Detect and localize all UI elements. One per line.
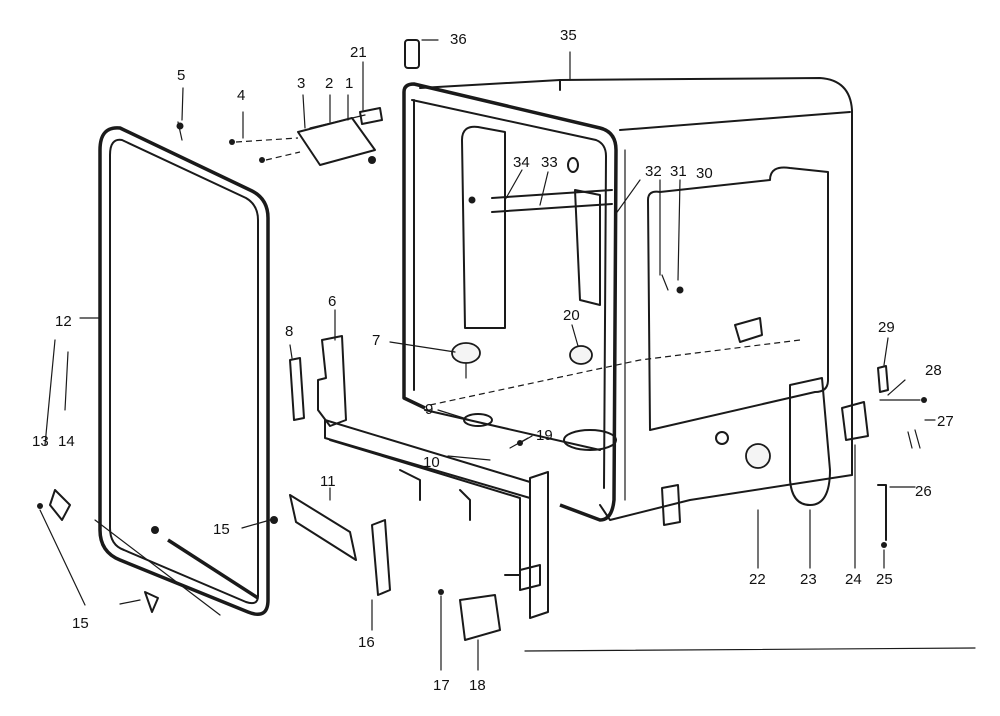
part-labels: 1 2 3 4 5 6 7 8 9 10 11 12 13 14 15 15 1… [32, 27, 954, 694]
label-30: 30 [696, 165, 713, 182]
label-27: 27 [937, 413, 954, 430]
label-7: 7 [372, 332, 380, 349]
label-15-lower: 15 [72, 615, 89, 632]
label-15-door: 15 [213, 521, 230, 538]
label-25: 25 [876, 571, 893, 588]
label-32: 32 [645, 163, 662, 180]
label-28: 28 [925, 362, 942, 379]
label-13: 13 [32, 433, 49, 450]
label-8: 8 [285, 323, 293, 340]
label-16: 16 [358, 634, 375, 651]
label-10: 10 [423, 454, 440, 471]
tub-body [402, 77, 853, 526]
label-21: 21 [350, 44, 367, 61]
label-26: 26 [915, 483, 932, 500]
label-33: 33 [541, 154, 558, 171]
label-9: 9 [425, 401, 433, 418]
kick-plate [324, 419, 531, 576]
side-bracket [519, 471, 549, 619]
label-36: 36 [450, 31, 467, 48]
label-4: 4 [237, 87, 245, 104]
label-24: 24 [845, 571, 862, 588]
label-31: 31 [670, 163, 687, 180]
label-2: 2 [325, 75, 333, 92]
label-12: 12 [55, 313, 72, 330]
label-17: 17 [433, 677, 450, 694]
label-18: 18 [469, 677, 486, 694]
label-19: 19 [536, 427, 553, 444]
label-20: 20 [563, 307, 580, 324]
door-gasket [94, 126, 270, 616]
label-23: 23 [800, 571, 817, 588]
label-35: 35 [560, 27, 577, 44]
leader-lines [39, 39, 976, 671]
label-6: 6 [328, 293, 336, 310]
label-3: 3 [297, 75, 305, 92]
label-1: 1 [345, 75, 353, 92]
label-22: 22 [749, 571, 766, 588]
label-34: 34 [513, 154, 530, 171]
label-11: 11 [320, 473, 336, 490]
hardware-parts [37, 39, 927, 641]
label-5: 5 [177, 67, 185, 84]
label-29: 29 [878, 319, 895, 336]
label-14: 14 [58, 433, 75, 450]
